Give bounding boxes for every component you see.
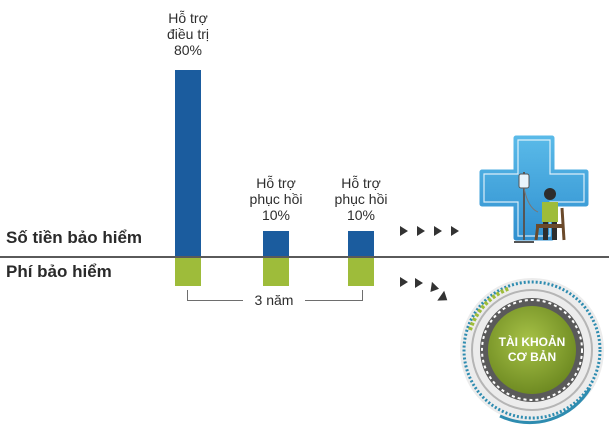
account-line-1: TÀI KHOẢN bbox=[498, 335, 566, 349]
insured-amount-label: Số tiền bảo hiểm bbox=[6, 228, 143, 247]
bar-caption-line: Hỗ trợ bbox=[256, 175, 296, 191]
period-label: 3 năm bbox=[243, 292, 305, 308]
bar-caption-line: phục hồi bbox=[249, 191, 303, 207]
account-line-2: CƠ BẢN bbox=[507, 350, 557, 364]
account-badge-label: TÀI KHOẢN CƠ BẢN bbox=[486, 335, 578, 365]
bar-caption-line: 10% bbox=[346, 207, 376, 223]
medical-cross-icon bbox=[476, 132, 592, 244]
bar-caption-line: 10% bbox=[261, 207, 291, 223]
timeline-axis bbox=[0, 256, 609, 258]
arrow-right-icon bbox=[400, 226, 459, 236]
premium-bar-2 bbox=[263, 258, 289, 286]
bar-caption-line: Hỗ trợ bbox=[168, 10, 208, 26]
bar-caption-recovery-1: Hỗ trợ phục hồi 10% bbox=[231, 175, 321, 223]
bar-caption-line: phục hồi bbox=[334, 191, 388, 207]
premium-label: Phí bảo hiểm bbox=[6, 262, 112, 281]
gear-badge-icon bbox=[460, 278, 604, 425]
patient-iv-icon bbox=[514, 172, 566, 243]
bar-caption-line: Hỗ trợ bbox=[341, 175, 381, 191]
bar-recovery-2 bbox=[348, 231, 374, 256]
bar-caption-recovery-2: Hỗ trợ phục hồi 10% bbox=[316, 175, 406, 223]
bar-caption-line: điều trị bbox=[166, 26, 210, 42]
bar-recovery-1 bbox=[263, 231, 289, 256]
premium-bar-3 bbox=[348, 258, 374, 286]
arrow-down-right-icon bbox=[400, 277, 448, 301]
bar-caption-line: 80% bbox=[173, 42, 203, 58]
bar-caption-treatment: Hỗ trợ điều trị 80% bbox=[143, 10, 233, 58]
bar-treatment bbox=[175, 70, 201, 256]
premium-bar-1 bbox=[175, 258, 201, 286]
